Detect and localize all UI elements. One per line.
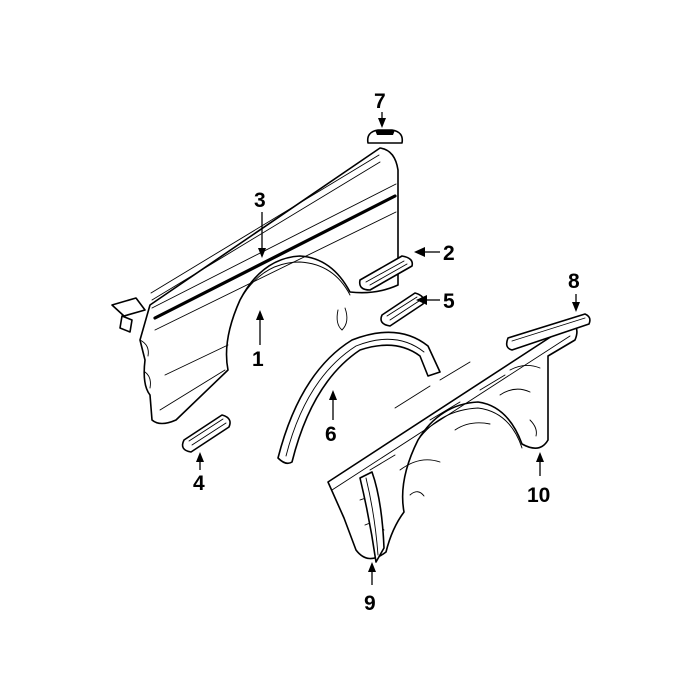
callout-label: 8: [568, 270, 580, 293]
callout-label: 4: [193, 472, 205, 495]
callout-label: 5: [443, 290, 455, 313]
callout-3: 3: [254, 189, 266, 258]
callout-7: 7: [374, 90, 386, 128]
callout-2: 2: [414, 242, 455, 265]
callout-1: 1: [252, 310, 264, 371]
callout-4: 4: [193, 452, 205, 495]
marker-part-5: [380, 292, 425, 327]
callout-5: 5: [416, 290, 455, 313]
callout-label: 9: [364, 592, 376, 615]
fender-right: [327, 322, 578, 560]
clip-part-7: [366, 129, 404, 144]
callout-label: 1: [252, 348, 264, 371]
callout-6: 6: [325, 390, 337, 446]
callout-label: 7: [374, 90, 386, 113]
callout-label: 10: [527, 484, 550, 507]
callout-8: 8: [568, 270, 580, 312]
seal-part-9: [359, 471, 385, 563]
moulding-part-8: [505, 313, 591, 351]
emblem-part-2: [358, 255, 414, 291]
callout-label: 2: [443, 242, 455, 265]
fender-left: [111, 147, 399, 425]
callout-9: 9: [364, 562, 376, 615]
callout-label: 3: [254, 189, 266, 212]
wheel-moulding-part-6: [277, 331, 441, 465]
emblem-part-4: [181, 414, 231, 453]
callout-10: 10: [527, 452, 550, 507]
callout-label: 6: [325, 423, 337, 446]
